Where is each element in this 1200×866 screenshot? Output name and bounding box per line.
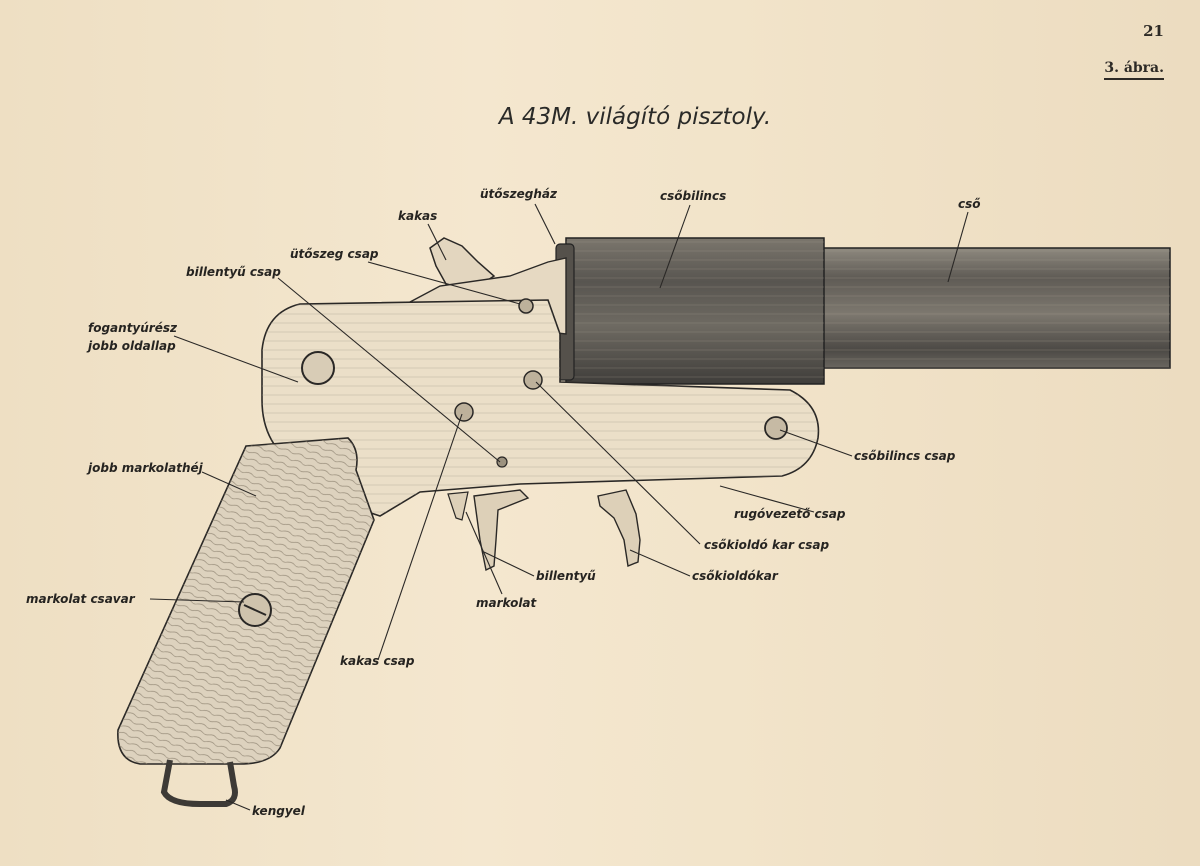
barrel (817, 247, 1171, 369)
label-cso: cső (958, 197, 981, 211)
label-csokioldo-kar-csap: csőkioldó kar csap (704, 538, 829, 552)
label-markolat-csavar: markolat csavar (26, 592, 136, 606)
label-rugovezeto-csap: rugóvezető csap (734, 507, 846, 521)
clamp-pin (764, 416, 788, 440)
label-utoszeg-csap: ütőszeg csap (290, 247, 379, 261)
figure-label: 3. ábra. (1104, 60, 1164, 80)
label-csobilincs: csőbilincs (660, 189, 726, 203)
page-number: 21 (1143, 22, 1164, 40)
striker-pin (518, 298, 534, 314)
trigger-pin (496, 456, 508, 468)
lanyard-ring (160, 759, 238, 807)
leader-lines (149, 203, 969, 811)
release-lever-pin (523, 370, 543, 390)
label-billentyu-csap: billentyű csap (186, 265, 281, 279)
label-csobilincs-csap: csőbilincs csap (854, 449, 956, 463)
label-csokioldokar: csőkioldókar (692, 569, 779, 583)
label-markolat: markolat (476, 596, 538, 610)
label-kengyel: kengyel (252, 804, 306, 818)
hammer-pin (454, 402, 474, 422)
barrel-release-lever (597, 489, 641, 567)
figure-title: A 43M. világító pisztoly. (498, 104, 772, 130)
trigger-guard-lug (447, 491, 469, 521)
label-utoszeghaz: ütőszegház (480, 187, 558, 201)
label-kakas: kakas (398, 209, 437, 223)
label-kakas-csap: kakas csap (340, 654, 415, 668)
hammer (429, 237, 496, 293)
label-fogantyuresz: fogantyúrész (88, 321, 178, 335)
barrel-clamp (555, 237, 825, 385)
label-billentyu: billentyű (536, 569, 596, 583)
label-jobb-oldallap: jobb oldallap (86, 339, 176, 353)
trigger (473, 489, 530, 572)
label-jobb-markolathej: jobb markolathéj (86, 461, 204, 475)
frame-knob (301, 351, 335, 385)
